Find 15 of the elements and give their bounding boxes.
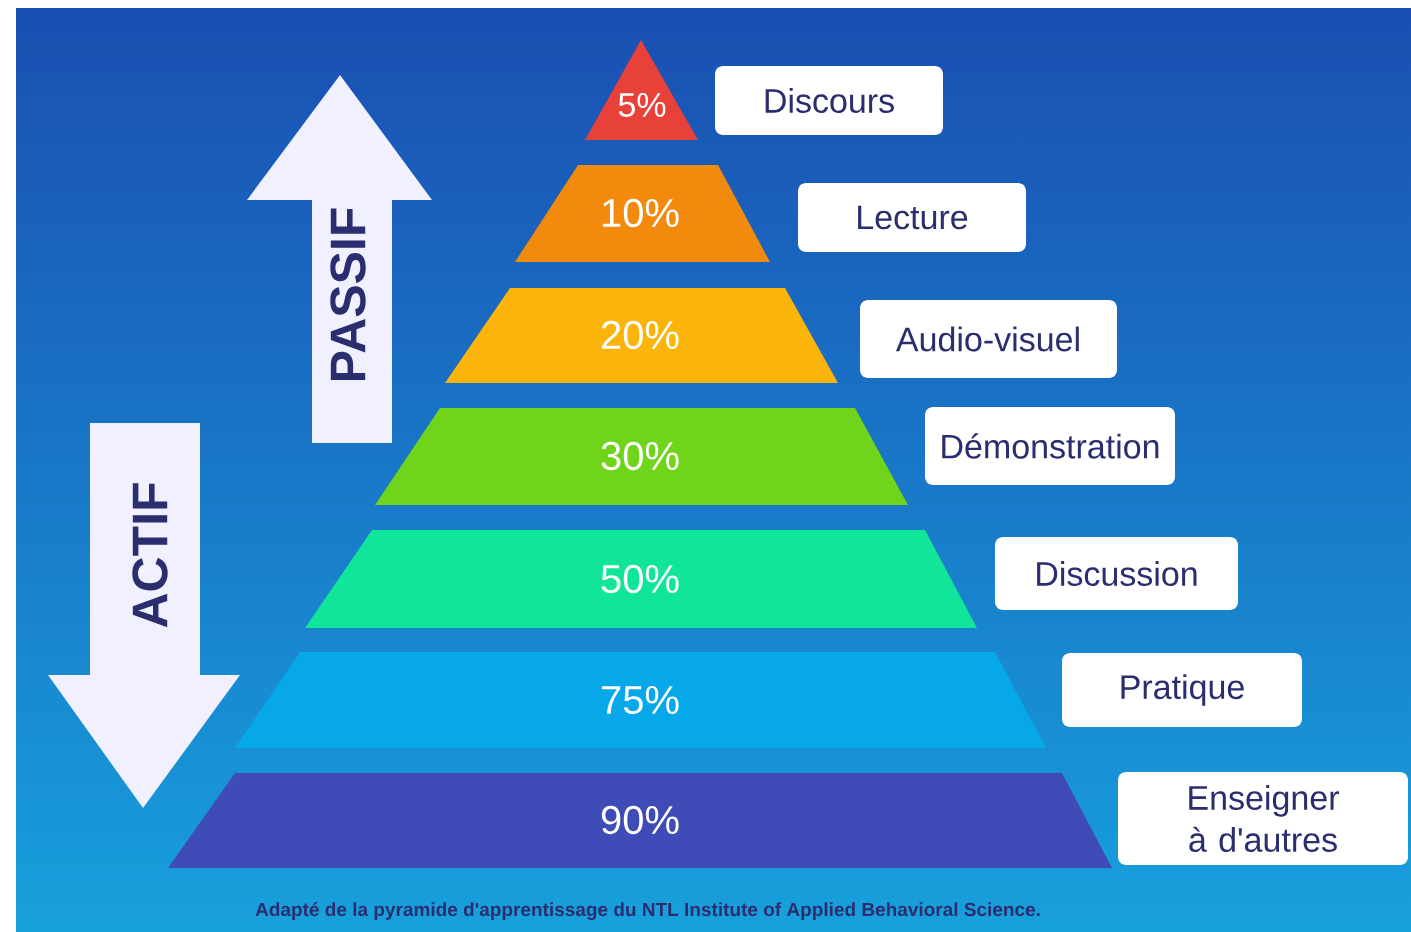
pyramid-band: 90% xyxy=(168,773,1112,868)
label-box: Discours xyxy=(715,66,943,135)
pyramid-band: 10% xyxy=(515,165,770,262)
label-box: Pratique xyxy=(1062,653,1302,727)
pyramid-band: 30% xyxy=(375,408,908,505)
label-box: Démonstration xyxy=(925,407,1175,485)
pyramid-band: 75% xyxy=(235,652,1046,748)
label-box: Enseigner à d'autres xyxy=(1118,772,1408,865)
label-box: Audio-visuel xyxy=(860,300,1117,378)
label-box: Lecture xyxy=(798,183,1026,252)
label-box: Discussion xyxy=(995,537,1238,610)
pyramid-band: 50% xyxy=(305,530,977,628)
caption: Adapté de la pyramide d'apprentissage du NTL Institute of Applied Behavioral Science. xyxy=(255,902,1040,920)
pyramid-band: 20% xyxy=(445,288,838,383)
pyramid-triangle: 5% xyxy=(585,40,698,140)
